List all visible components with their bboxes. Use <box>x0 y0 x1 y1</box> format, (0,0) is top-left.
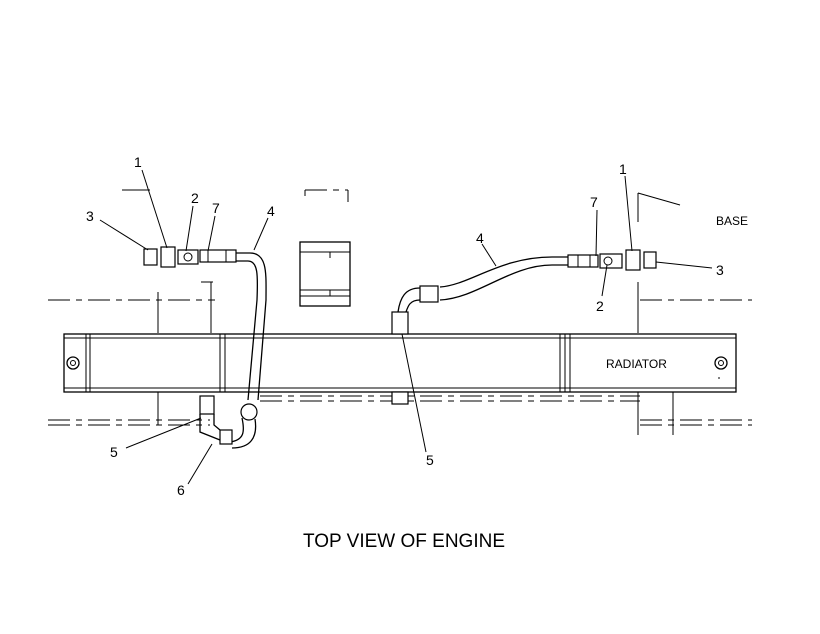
right-hose-assembly <box>391 249 657 405</box>
right-elbow-2 <box>599 253 623 269</box>
callout-left-3: 3 <box>86 208 94 224</box>
left-adapter-3 <box>143 248 158 266</box>
left-valve-1 <box>160 246 176 268</box>
mount-bolt-right <box>714 356 728 370</box>
left-elbow-2 <box>177 249 199 265</box>
base-label: BASE <box>716 214 748 228</box>
callout-left-7: 7 <box>212 200 220 216</box>
callout-left-6: 6 <box>177 482 185 498</box>
leader-lines <box>99 169 713 485</box>
left-fitting-5 <box>199 395 215 415</box>
right-clamp-7 <box>567 254 599 268</box>
left-fitting-6 <box>219 429 233 445</box>
diagram-title: TOP VIEW OF ENGINE <box>303 531 505 552</box>
callout-left-2: 2 <box>191 190 199 206</box>
radiator: RADIATOR <box>63 333 737 393</box>
base-frame-outline <box>48 189 752 435</box>
right-valve-1 <box>625 249 641 271</box>
callout-right-2: 2 <box>596 298 604 314</box>
left-hose-end <box>240 403 258 421</box>
mount-bolt-left <box>66 356 80 370</box>
left-hose-assembly <box>143 246 267 449</box>
callout-right-4: 4 <box>476 230 484 246</box>
right-hose-nut <box>419 285 439 303</box>
callout-right-7: 7 <box>590 194 598 210</box>
left-clamp-7 <box>199 249 237 263</box>
radiator-label: RADIATOR <box>606 357 667 371</box>
right-hose-4 <box>439 256 568 288</box>
right-fitting-lower <box>391 391 409 405</box>
callout-left-4: 4 <box>267 203 275 219</box>
left-hose-elbow <box>229 417 245 443</box>
callout-numbers: 3 1 2 7 4 5 6 1 7 2 3 4 5 <box>86 154 724 498</box>
right-fitting-5 <box>391 311 409 335</box>
callout-right-3: 3 <box>716 262 724 278</box>
callout-left-1: 1 <box>134 154 142 170</box>
center-block <box>299 241 351 307</box>
left-hose-4 <box>236 252 267 401</box>
callout-right-1: 1 <box>619 161 627 177</box>
right-adapter-3 <box>643 251 657 269</box>
callout-right-5: 5 <box>426 452 434 468</box>
callout-left-5: 5 <box>110 444 118 460</box>
